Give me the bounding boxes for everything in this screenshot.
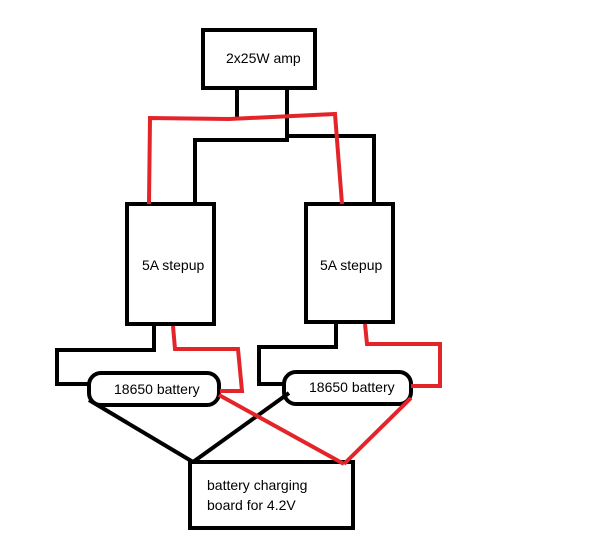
amp-box: [201, 28, 317, 90]
wire-amp-red-left: [147, 111, 344, 205]
wire-amp-black-right: [287, 134, 376, 204]
charger-label-line1: battery charging: [207, 477, 307, 493]
battery-right-label: 18650 battery: [309, 379, 395, 395]
wire-stepup-right-battery-neg: [257, 324, 338, 386]
wire-battery-left-charger-pos: [218, 393, 345, 466]
wire-stepup-right-battery-pos: [363, 323, 442, 388]
wire-battery-right-charger: [191, 391, 291, 464]
wire-battery-left-charger: [87, 398, 195, 464]
wire-stepup-left-battery-neg: [55, 326, 156, 386]
wire-stepup-left-battery-pos: [171, 325, 245, 393]
red-wires: [147, 111, 442, 466]
charging-board-box: [188, 460, 355, 530]
charger-label-line2: board for 4.2V: [207, 497, 296, 513]
stepup-right-box: [304, 202, 395, 324]
stepup-left-box: [125, 202, 216, 326]
battery-left-label: 18650 battery: [114, 381, 200, 397]
stepup-left-label: 5A stepup: [142, 257, 204, 273]
amp-label: 2x25W amp: [226, 50, 301, 66]
stepup-right-label: 5A stepup: [320, 257, 382, 273]
battery-left: [87, 371, 221, 407]
wire-amp-black-mid: [193, 89, 289, 204]
black-wires: [55, 89, 376, 464]
wire-battery-right-charger-pos: [342, 396, 413, 466]
